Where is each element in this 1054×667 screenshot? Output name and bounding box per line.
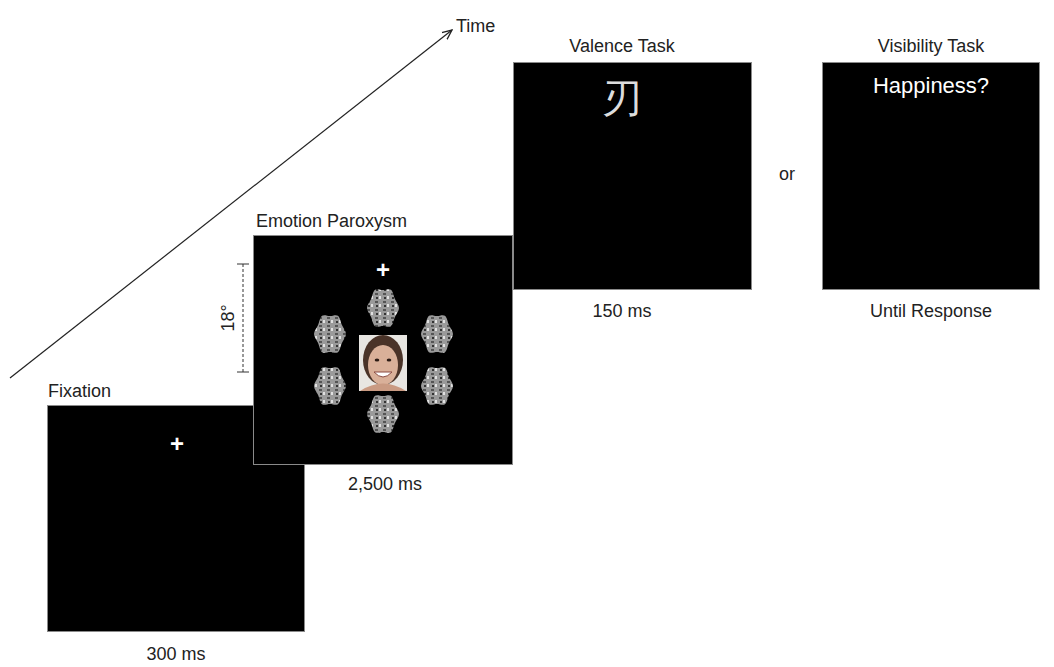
angle-bracket (237, 264, 249, 372)
duration-label: 150 ms (592, 301, 651, 322)
duration-label: Until Response (870, 301, 992, 322)
screen-content: + (376, 256, 390, 284)
screen-title: Fixation (48, 381, 111, 402)
scrambled-face (314, 367, 346, 405)
angle-label: 18° (218, 304, 239, 331)
screen-content: 刃 (602, 75, 642, 121)
scrambled-face (421, 367, 453, 405)
scrambled-face (314, 315, 346, 353)
scrambled-face (367, 289, 399, 327)
screen-box: Valence Task刃150 ms (513, 62, 752, 290)
duration-label: 300 ms (146, 644, 205, 665)
duration-label: 2,500 ms (348, 474, 422, 495)
face-photo (359, 335, 407, 391)
screen-title: Emotion Paroxysm (256, 211, 407, 232)
scrambled-face (421, 315, 453, 353)
screen-content: + (170, 430, 184, 458)
choice-label: or (779, 164, 795, 185)
axis-label: Time (456, 16, 495, 37)
scrambled-faces (314, 289, 453, 433)
scrambled-face (367, 395, 399, 433)
screen-box: Emotion Paroxysm+2,500 ms (253, 235, 513, 465)
screen-title: Valence Task (569, 36, 674, 57)
time-axis (10, 30, 452, 378)
screen-box: Visibility TaskHappiness?Until Response (822, 62, 1040, 290)
screen-content: Happiness? (873, 73, 989, 98)
screen-title: Visibility Task (878, 36, 984, 57)
